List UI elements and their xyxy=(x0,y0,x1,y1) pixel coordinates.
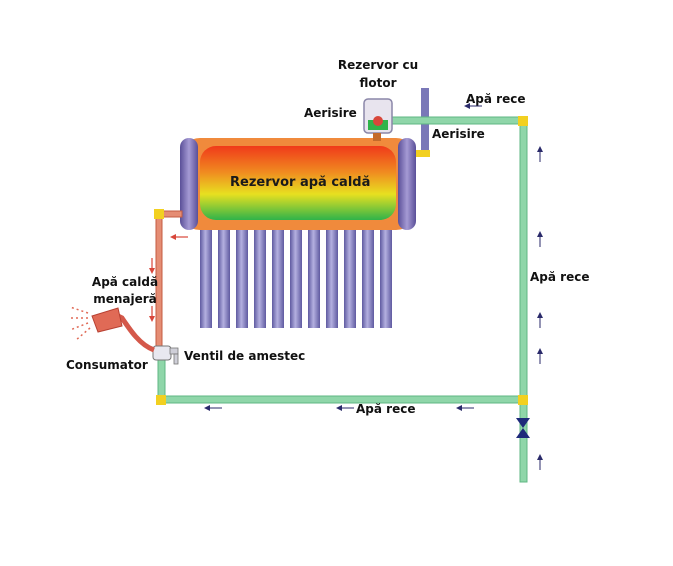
float-tank xyxy=(363,98,393,141)
vacuum-tube xyxy=(200,218,212,328)
vacuum-tubes xyxy=(200,218,392,328)
consumer-label: Consumator xyxy=(66,358,148,372)
vacuum-tube xyxy=(272,218,284,328)
hot-flow-arrows xyxy=(149,234,188,322)
arrow-up-icon xyxy=(537,348,543,364)
cold-water-label-bottom: Apă rece xyxy=(356,402,416,416)
cold-water-label-right: Apă rece xyxy=(530,270,590,284)
air-vent-label-left: Aerisire xyxy=(304,106,357,120)
arrow-left-icon xyxy=(464,103,482,109)
shutoff-valve-icon xyxy=(516,418,530,438)
pipe-fitting xyxy=(518,395,528,405)
arrow-down-icon xyxy=(149,306,155,322)
vacuum-tube xyxy=(236,218,248,328)
vacuum-tube xyxy=(254,218,266,328)
hot-domestic-label-line2: menajeră xyxy=(93,292,157,306)
mixing-valve xyxy=(152,345,179,365)
arrow-up-icon xyxy=(537,454,543,470)
hot-water-tank xyxy=(180,138,416,230)
vacuum-tube xyxy=(362,218,374,328)
hot-domestic-label-line1: Apă caldă xyxy=(91,275,159,289)
vacuum-tube xyxy=(344,218,356,328)
pipe-fitting xyxy=(518,116,528,126)
hot-tank-label: Rezervor apă caldă xyxy=(230,175,371,190)
pipe-fitting xyxy=(156,395,166,405)
vacuum-tube xyxy=(290,218,302,328)
vacuum-tube xyxy=(218,218,230,328)
arrow-left-icon xyxy=(204,405,222,411)
cold-water-label-top: Apă rece xyxy=(466,92,526,106)
vacuum-tube xyxy=(308,218,320,328)
arrow-up-icon xyxy=(537,146,543,162)
float-tank-label-line1: Rezervor cu xyxy=(337,58,419,72)
pipe-fitting xyxy=(154,209,164,219)
flow-arrows xyxy=(204,103,543,470)
vacuum-tube xyxy=(380,218,392,328)
shower-icon xyxy=(68,306,155,353)
arrow-down-icon xyxy=(149,258,155,274)
mixing-valve-label: Ventil de amestec xyxy=(184,349,306,363)
arrow-left-icon xyxy=(336,405,354,411)
arrow-up-icon xyxy=(537,312,543,328)
arrow-left-icon xyxy=(170,234,188,240)
arrow-up-icon xyxy=(537,231,543,247)
air-vent-label-right: Aerisire xyxy=(432,127,485,141)
vacuum-tube xyxy=(326,218,338,328)
arrow-left-icon xyxy=(456,405,474,411)
float-tank-label-line2: flotor xyxy=(359,76,397,90)
